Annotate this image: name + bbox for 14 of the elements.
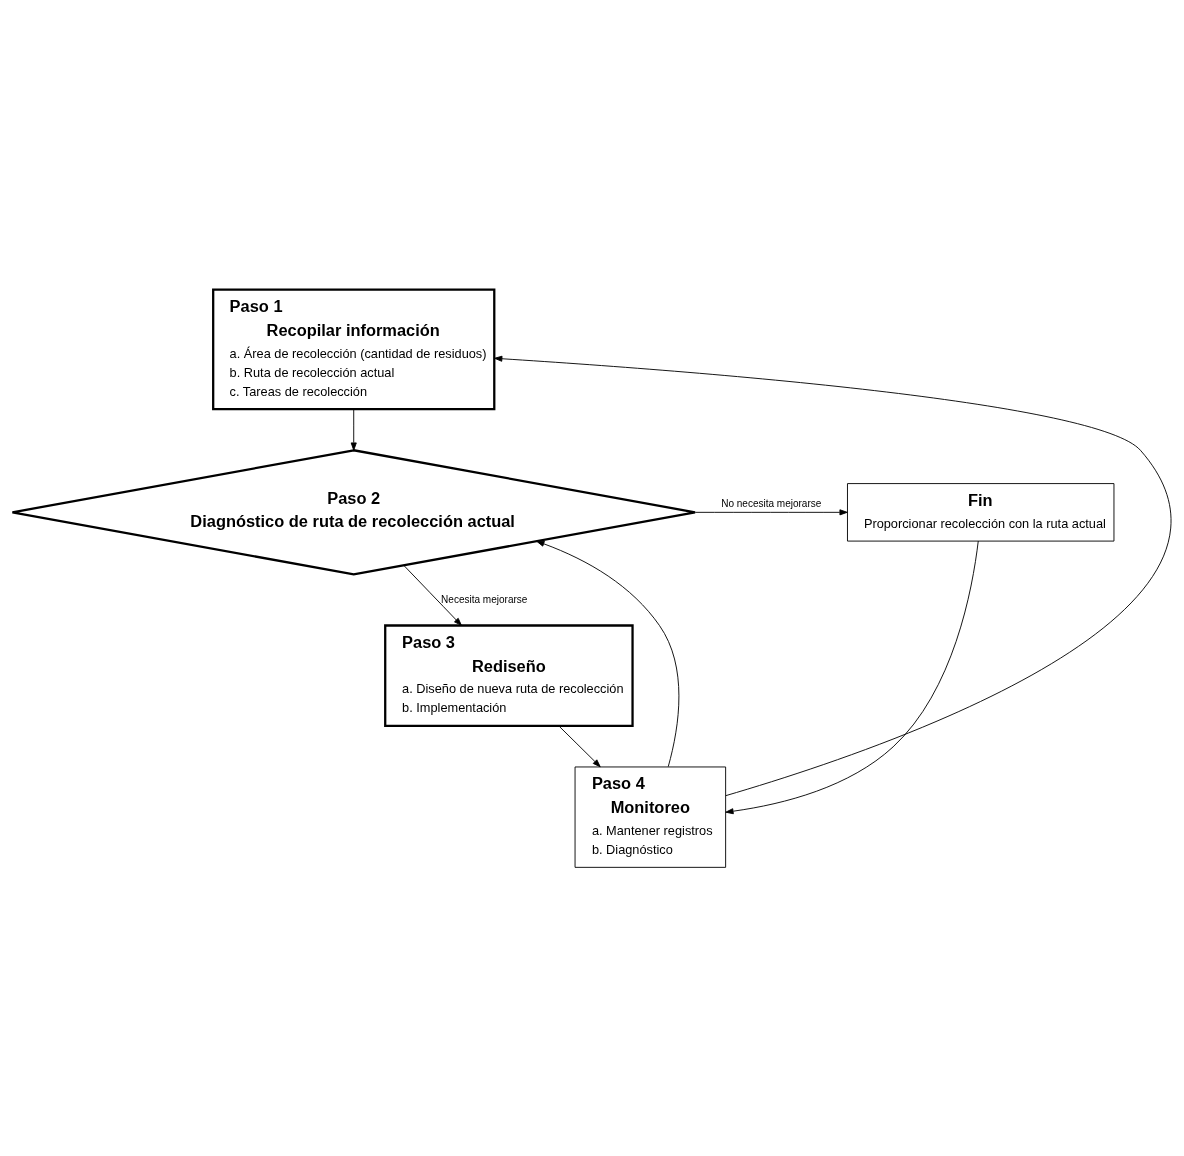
arrow bbox=[536, 540, 680, 767]
edge-label: Necesita mejorarse bbox=[441, 593, 528, 604]
arrow bbox=[494, 355, 1172, 796]
arrow bbox=[694, 508, 848, 515]
arrow bbox=[725, 540, 979, 814]
node-diamond: Paso 2 Diagnóstico de ruta de recolección actual bbox=[11, 448, 697, 576]
arrow bbox=[350, 408, 357, 451]
node-box: Paso 4 Monitoreo a. Mantener registros b. Diagnóstico bbox=[574, 766, 727, 868]
arrow bbox=[558, 725, 601, 767]
node-box: Paso 1 Recopilar información a. Área de recolección (cantidad de residuos) b. Ruta de recolección actual c. Tareas de recolección bbox=[212, 288, 496, 410]
edge-label: No necesita mejorarse bbox=[721, 497, 822, 509]
node-box: Fin Proporcionar recolección con la ruta actual bbox=[847, 482, 1115, 542]
node-box: Paso 3 Rediseño a. Diseño de nueva ruta de recolección b. Implementación bbox=[384, 623, 634, 727]
arrow bbox=[403, 564, 462, 626]
